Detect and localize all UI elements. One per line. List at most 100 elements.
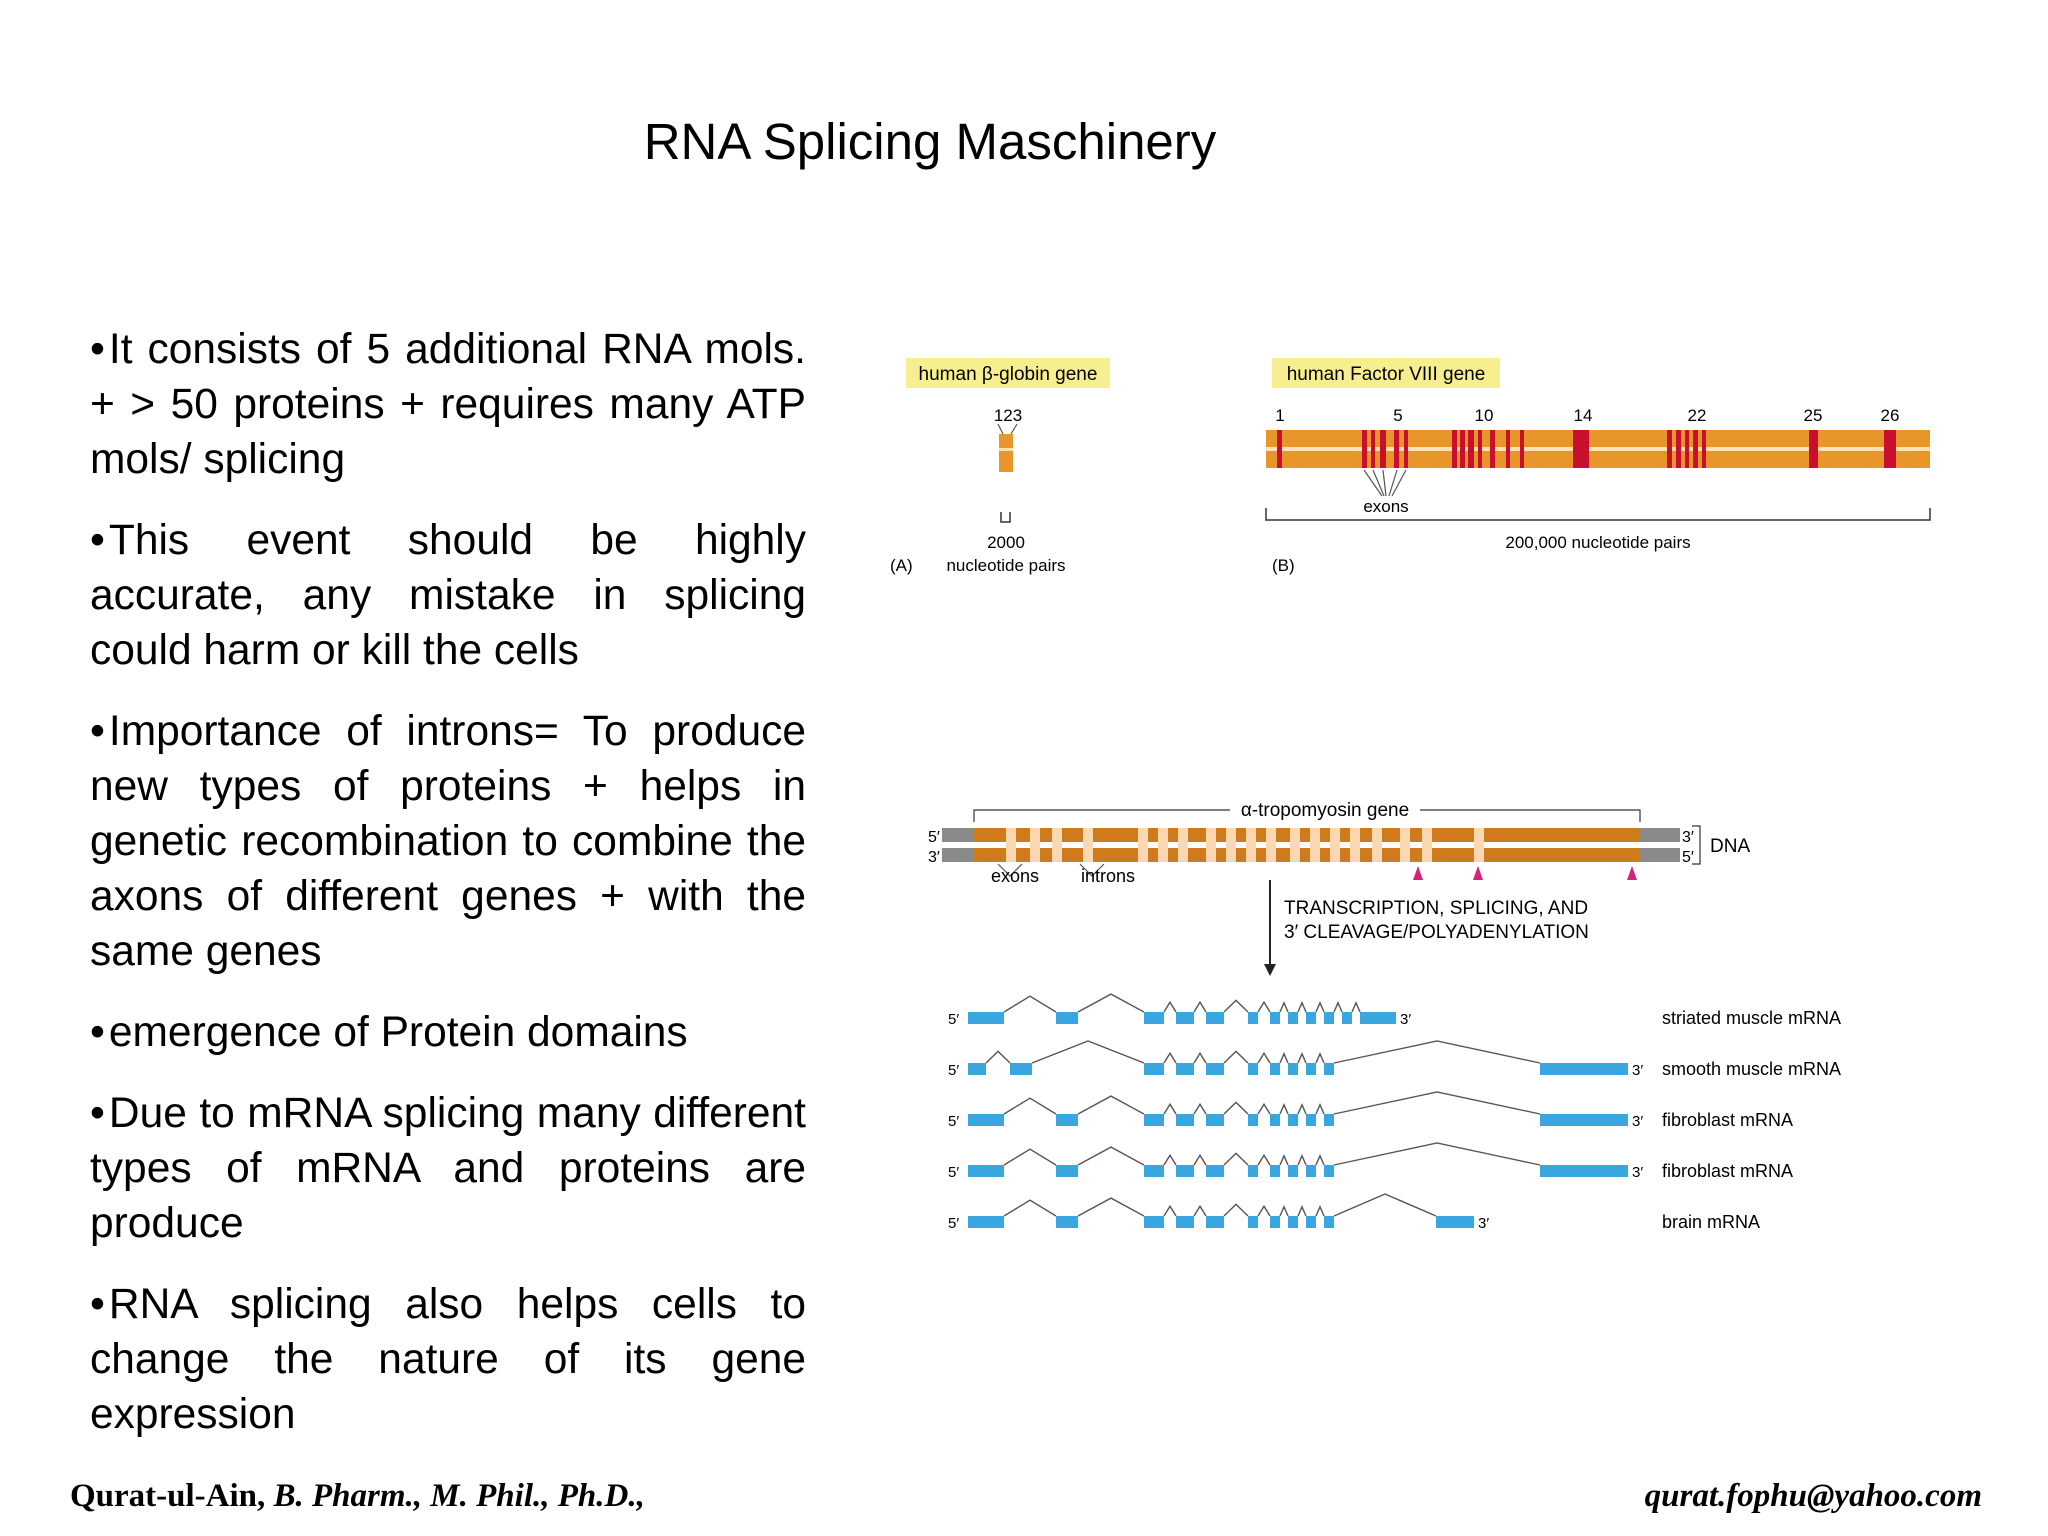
mrna-label-striated-muscle: striated muscle mRNA <box>1662 1008 1841 1028</box>
mrna-exon <box>1176 1114 1194 1126</box>
factor-viii-scale-text: 200,000 nucleotide pairs <box>1505 533 1690 552</box>
mrna-splice-junction <box>1315 1103 1325 1115</box>
mrna-splice-junction <box>1223 1203 1249 1217</box>
author-credentials: B. Pharm., M. Phil., Ph.D., <box>273 1478 645 1514</box>
dna-3prime-bottom: 3′ <box>928 849 940 866</box>
mrna-exon <box>968 1165 1004 1177</box>
mrna-3prime: 3′ <box>1632 1113 1643 1130</box>
bullet-dot: • <box>90 708 105 755</box>
mrna-label-brain: brain mRNA <box>1662 1212 1760 1232</box>
mrna-splice-junction <box>1077 1095 1145 1115</box>
mrna-exon <box>968 1063 986 1075</box>
factor-viii-exon-number: 22 <box>1688 406 1707 425</box>
panel-b-label: (B) <box>1272 556 1295 575</box>
mrna-exon <box>1306 1165 1316 1177</box>
mrna-5prime: 5′ <box>948 1113 959 1130</box>
beta-globin-scale-bracket <box>1000 512 1011 523</box>
bullet-dot: • <box>90 1090 105 1137</box>
mrna-exon <box>1324 1063 1334 1075</box>
mrna-exon <box>1288 1114 1298 1126</box>
mrna-exon <box>968 1216 1004 1228</box>
mrna-splice-junction <box>1223 1101 1249 1115</box>
mrna-exon <box>1206 1114 1224 1126</box>
mrna-splice-junction <box>1223 1152 1249 1166</box>
bullet-item: •Due to mRNA splicing many different typ… <box>90 1086 806 1251</box>
mrna-exon <box>968 1114 1004 1126</box>
factor-viii-exons-label: exons <box>1363 497 1408 516</box>
mrna-splice-junction <box>1163 1204 1177 1217</box>
mrna-splice-junction <box>985 1050 1011 1064</box>
mrna-splice-junction <box>1003 1097 1057 1115</box>
mrna-exon <box>1206 1165 1224 1177</box>
bullet-dot: • <box>90 517 105 564</box>
arrowhead-icon <box>1473 866 1483 880</box>
bullet-item: •It consists of 5 additional RNA mols. +… <box>90 322 806 487</box>
dna-5prime-top: 5′ <box>928 829 940 846</box>
mrna-label-smooth-muscle: smooth muscle mRNA <box>1662 1059 1841 1079</box>
bullet-text: Due to mRNA splicing many different type… <box>90 1090 806 1247</box>
mrna-splice-junction <box>1193 1153 1207 1166</box>
mrna-exon <box>1324 1012 1334 1024</box>
mrna-splice-junction <box>1257 1204 1271 1217</box>
arrowhead-icon <box>1627 866 1637 880</box>
mrna-splice-junction <box>1351 1001 1361 1013</box>
footer-email: qurat.fophu@yahoo.com <box>1644 1478 1982 1514</box>
mrna-splice-junction <box>1223 999 1249 1013</box>
mrna-3prime: 3′ <box>1632 1062 1643 1079</box>
dna-3prime-top: 3′ <box>1682 829 1694 846</box>
mrna-exon <box>1144 1216 1164 1228</box>
mrna-exon <box>1144 1012 1164 1024</box>
mrna-3prime: 3′ <box>1478 1215 1489 1232</box>
mrna-splice-junction <box>1163 1000 1177 1013</box>
mrna-splice-junction <box>1279 1052 1289 1064</box>
mrna-splice-junction <box>1279 1154 1289 1166</box>
mrna-exon <box>1206 1216 1224 1228</box>
mrna-exon <box>1324 1114 1334 1126</box>
panel-a-label: (A) <box>890 556 913 575</box>
tropomyosin-dna-bar <box>942 828 1680 862</box>
beta-globin-label: human β-globin gene <box>919 364 1098 385</box>
mrna-exon <box>1144 1114 1164 1126</box>
mrna-exon <box>1206 1063 1224 1075</box>
mrna-exon <box>1144 1063 1164 1075</box>
mrna-exon <box>1540 1165 1628 1177</box>
mrna-exon <box>1306 1063 1316 1075</box>
mrna-splice-junction <box>1315 1052 1325 1064</box>
mrna-splice-junction <box>1333 1001 1343 1013</box>
mrna-splice-junction <box>1279 1103 1289 1115</box>
factor-viii-gene-bar <box>1266 430 1930 468</box>
mrna-splice-junction <box>1257 1051 1271 1064</box>
mrna-exon <box>1248 1114 1258 1126</box>
mrna-label-fibroblast-1: fibroblast mRNA <box>1662 1110 1793 1130</box>
mrna-exon <box>1010 1063 1032 1075</box>
mrna-exon <box>1270 1063 1280 1075</box>
mrna-exon <box>1248 1012 1258 1024</box>
mrna-exon <box>1176 1216 1194 1228</box>
tropomyosin-splicing-figure: α-tropomyosin gene 5′ 3′ 3′ 5′ <box>928 800 1841 1232</box>
mrna-splice-junction <box>1279 1205 1289 1217</box>
factor-viii-exon-number: 26 <box>1881 406 1900 425</box>
mrna-exon <box>1288 1012 1298 1024</box>
mrna-splice-junction <box>1333 1040 1541 1064</box>
footer-author: Qurat-ul-Ain, B. Pharm., M. Phil., Ph.D.… <box>70 1478 645 1515</box>
factor-viii-exon-number: 1 <box>1275 406 1284 425</box>
mrna-splice-junction <box>1163 1153 1177 1166</box>
mrna-isoforms: 5′3′5′3′5′3′5′3′5′3′ <box>948 993 1643 1232</box>
mrna-exon <box>1288 1165 1298 1177</box>
mrna-splice-junction <box>1297 1103 1307 1115</box>
mrna-exon <box>1270 1012 1280 1024</box>
mrna-exon <box>1306 1114 1316 1126</box>
mrna-exon <box>1306 1216 1316 1228</box>
mrna-splice-junction <box>1003 995 1057 1013</box>
mrna-exon <box>1324 1165 1334 1177</box>
bullet-item: •RNA splicing also helps cells to change… <box>90 1277 806 1442</box>
mrna-splice-junction <box>1077 1146 1145 1166</box>
mrna-exon <box>1176 1165 1194 1177</box>
mrna-5prime: 5′ <box>948 1062 959 1079</box>
mrna-splice-junction <box>1003 1199 1057 1217</box>
mrna-exon <box>1056 1012 1078 1024</box>
mrna-exon <box>1176 1012 1194 1024</box>
mrna-5prime: 5′ <box>948 1011 959 1028</box>
mrna-splice-junction <box>1257 1102 1271 1115</box>
mrna-exon <box>1248 1165 1258 1177</box>
